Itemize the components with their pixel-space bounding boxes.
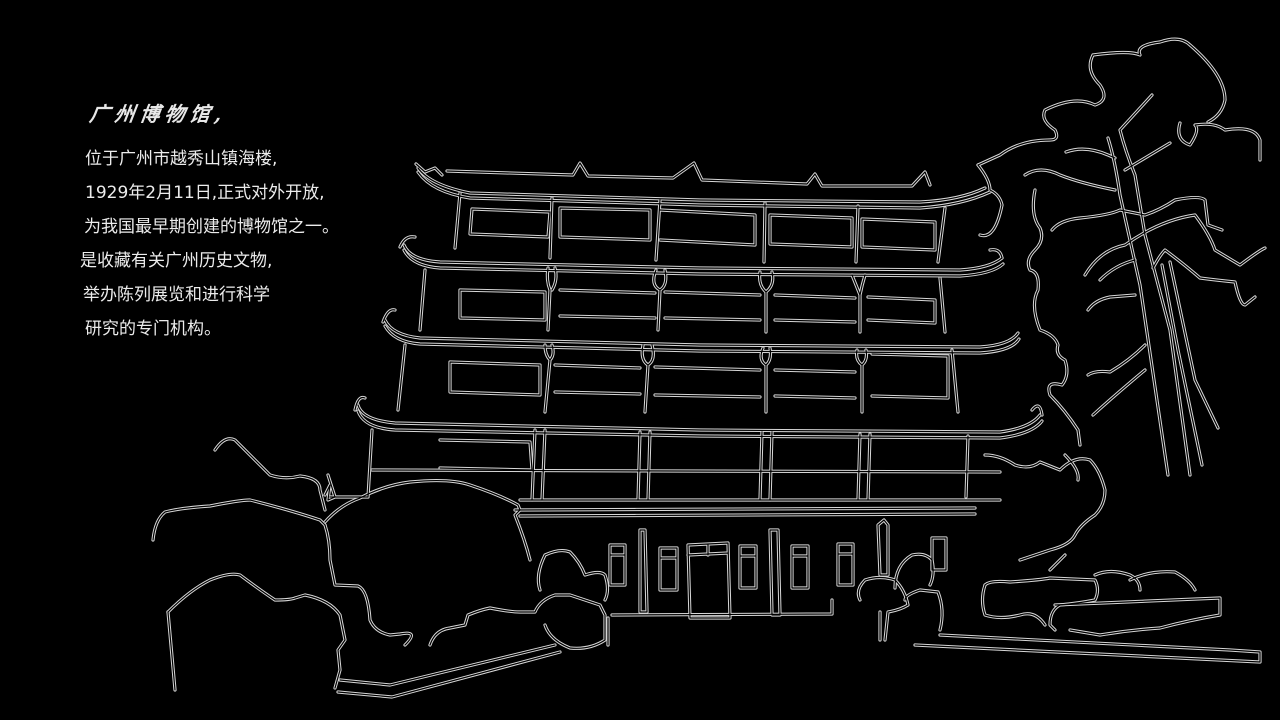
description-line: 研究的专门机构。	[85, 319, 221, 339]
description-line: 是收藏有关广州历史文物,	[80, 251, 273, 271]
description-line: 为我国最早期创建的博物馆之一。	[84, 217, 339, 237]
description-line: 1929年2月11日,正式对外开放,	[85, 183, 325, 203]
description-line: 位于广州市越秀山镇海楼,	[85, 149, 278, 169]
description-line: 举办陈列展览和进行科学	[83, 285, 270, 305]
description-text: 位于广州市越秀山镇海楼, 1929年2月11日,正式对外开放, 为我国最早期创建…	[80, 142, 339, 346]
